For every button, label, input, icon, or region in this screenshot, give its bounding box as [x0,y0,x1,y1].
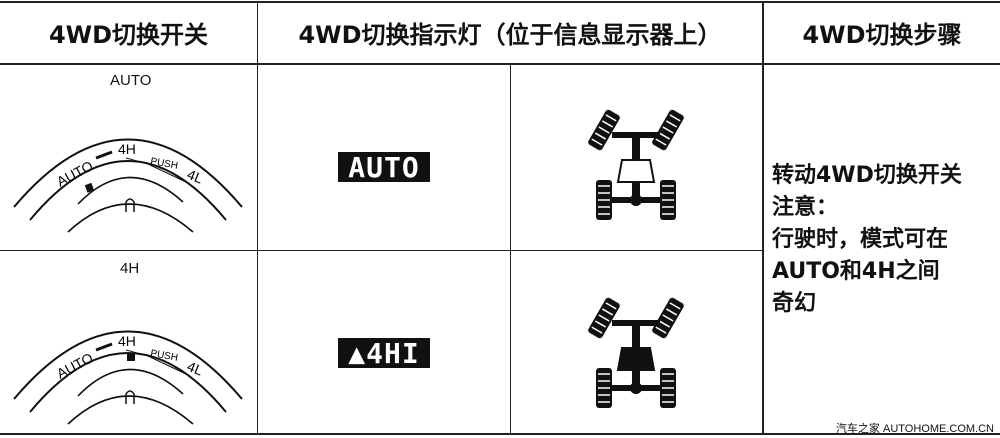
vehicle-drive-icon-4h [588,297,684,408]
watermark: 汽车之家 AUTOHOME.COM.CN [835,423,994,435]
front-left-wheel [588,109,620,151]
rear-left-wheel [596,368,612,408]
rear-right-wheel [660,180,676,220]
header-divider [0,63,1000,65]
table-top-border [0,1,1000,3]
dial-label-4h: 4H [118,141,136,157]
step-line-3: 行驶时，模式可在 [772,227,949,252]
dial-label-4h: 4H [118,333,136,349]
header-indicator: 4WD切换指示灯（位于信息显示器上） [298,20,722,49]
dial-label-4l: 4L [185,358,206,379]
4wd-dial-auto: AUTO 4H PUSH 4L [13,138,243,233]
4wd-dial-4h: AUTO 4H PUSH 4L [13,330,243,425]
rear-differential [630,194,642,206]
step-line-1: 转动4WD切换开关 [772,163,962,188]
row-divider [0,250,763,251]
table-bottom-border [0,433,1000,435]
front-left-wheel [588,297,620,339]
header-switch: 4WD切换开关 [48,20,209,49]
indicator-auto: AUTO [338,151,430,184]
dial-label-4l: 4L [185,166,206,187]
dial-caption-4h: 4H [120,260,140,277]
rear-left-wheel [596,180,612,220]
vehicle-drive-icon-auto [588,109,684,220]
front-axle [612,320,660,326]
dial-position-marker [84,182,95,193]
front-right-wheel [652,297,684,339]
step-line-4: AUTO和4H之间 [772,259,940,284]
column-divider-1 [257,2,258,434]
dial-caption-auto: AUTO [110,72,152,89]
dial-label-push: PUSH [149,348,178,364]
header-steps: 4WD切换步骤 [802,20,962,49]
front-axle [612,132,660,138]
rear-right-wheel [660,368,676,408]
column-divider-3 [762,2,764,434]
dial-label-push: PUSH [149,156,178,172]
rear-differential [630,382,642,394]
column-divider-2 [510,64,511,434]
step-line-5: 奇幻 [772,291,817,316]
step-line-2: 注意： [772,195,839,220]
transfer-case [616,347,656,371]
indicator-4hi: ▲4HI [338,337,430,370]
switch-steps-text: 转动4WD切换开关 注意： 行驶时，模式可在 AUTO和4H之间 奇幻 [772,160,994,320]
front-right-wheel [652,109,684,151]
transfer-case [616,159,656,183]
dial-label-auto: AUTO [54,349,96,381]
dial-position-marker [127,354,135,361]
